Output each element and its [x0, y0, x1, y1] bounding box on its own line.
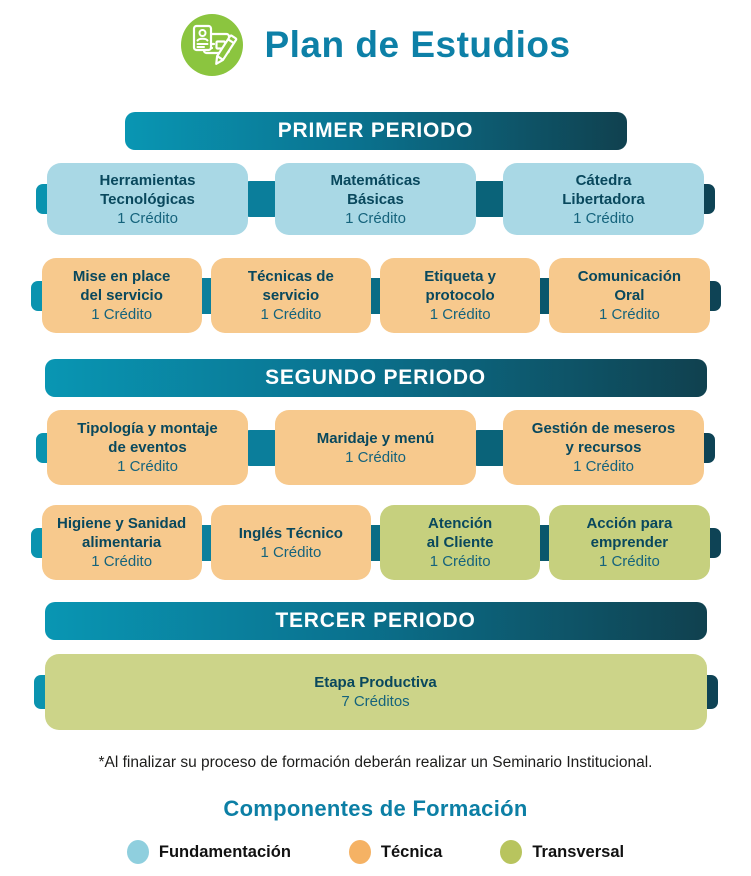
course-card: Técnicas de servicio 1 Crédito — [210, 258, 371, 333]
course-credits: 1 Crédito — [573, 458, 634, 475]
course-card: Mise en place del servicio 1 Crédito — [41, 258, 202, 333]
legend-item-tecnica: Técnica — [348, 840, 443, 864]
course-title: Atención al Cliente — [426, 515, 494, 551]
course-card: Acción para emprender 1 Crédito — [549, 505, 710, 580]
curriculum-pencil-icon — [181, 14, 244, 76]
course-credits: 1 Crédito — [117, 458, 178, 475]
course-credits: 1 Crédito — [117, 209, 178, 227]
course-credits: 1 Crédito — [598, 553, 660, 570]
course-credits: 1 Crédito — [260, 306, 322, 323]
period-banner-primer: PRIMER PERIODO — [124, 112, 627, 150]
course-credits: 1 Crédito — [429, 553, 491, 570]
course-title: Mise en place del servicio — [72, 268, 171, 304]
course-row-1: Herramientas Tecnológicas 1 Crédito Mate… — [36, 163, 715, 235]
course-title: Herramientas Tecnológicas — [99, 171, 196, 208]
course-title: Etapa Productiva — [314, 674, 437, 691]
legend-label: Fundamentación — [158, 842, 291, 861]
components-title: Componentes de Formación — [223, 796, 528, 821]
course-title: Matemáticas Básicas — [330, 171, 421, 208]
course-card: Maridaje y menú 1 Crédito — [275, 410, 476, 485]
course-card: Matemáticas Básicas 1 Crédito — [275, 163, 476, 235]
course-card-etapa-productiva: Etapa Productiva 7 Créditos — [44, 654, 707, 730]
course-card: Tipología y montaje de eventos 1 Crédito — [47, 410, 248, 485]
course-title: Etiqueta y protocolo — [424, 268, 496, 304]
course-row-4: Higiene y Sanidad alimentaria 1 Crédito … — [30, 505, 721, 580]
legend-item-transversal: Transversal — [500, 840, 624, 864]
period-banner-tercer: TERCER PERIODO — [44, 602, 707, 640]
tecnica-color-dot — [348, 840, 371, 864]
course-card: Herramientas Tecnológicas 1 Crédito — [47, 163, 248, 235]
header: Plan de Estudios — [0, 0, 751, 78]
legend-label: Transversal — [532, 842, 625, 861]
course-title: Maridaje y menú — [316, 429, 435, 447]
period-banner-segundo: SEGUNDO PERIODO — [44, 359, 707, 397]
course-card: Inglés Técnico 1 Crédito — [210, 505, 371, 580]
card-connector — [243, 429, 281, 466]
course-credits: 1 Crédito — [429, 306, 491, 323]
card-connector — [471, 181, 509, 217]
course-card: Comunicación Oral 1 Crédito — [549, 258, 710, 333]
fundamentacion-color-dot — [126, 840, 149, 864]
card-connector — [471, 429, 509, 466]
course-row-3: Tipología y montaje de eventos 1 Crédito… — [36, 410, 715, 485]
footnote: *Al finalizar su proceso de formación de… — [98, 754, 653, 771]
course-credits: 1 Crédito — [598, 306, 660, 323]
card-connector — [243, 181, 281, 217]
course-credits: 1 Crédito — [345, 448, 406, 466]
course-credits: 1 Crédito — [573, 209, 634, 227]
course-title: Cátedra Libertadora — [562, 171, 645, 208]
course-title: Inglés Técnico — [238, 524, 343, 542]
course-title: Gestión de meseros y recursos — [531, 420, 676, 456]
course-card: Cátedra Libertadora 1 Crédito — [503, 163, 704, 235]
page-title: Plan de Estudios — [264, 24, 571, 65]
course-title: Higiene y Sanidad alimentaria — [57, 515, 187, 551]
course-card: Etiqueta y protocolo 1 Crédito — [380, 258, 541, 333]
course-credits: 1 Crédito — [260, 543, 322, 561]
legend-label: Técnica — [380, 842, 443, 861]
course-credits: 7 Créditos — [341, 693, 410, 710]
course-title: Técnicas de servicio — [247, 268, 334, 304]
course-credits: 1 Crédito — [91, 553, 153, 570]
course-card: Atención al Cliente 1 Crédito — [380, 505, 541, 580]
course-credits: 1 Crédito — [345, 209, 406, 227]
course-row-5: Etapa Productiva 7 Créditos — [33, 654, 718, 730]
course-row-2: Mise en place del servicio 1 Crédito Téc… — [30, 258, 721, 333]
components-legend: Fundamentación Técnica Transversal — [0, 840, 751, 864]
course-title: Acción para emprender — [586, 515, 673, 551]
course-card: Gestión de meseros y recursos 1 Crédito — [503, 410, 704, 485]
course-card: Higiene y Sanidad alimentaria 1 Crédito — [41, 505, 202, 580]
course-title: Comunicación Oral — [577, 268, 682, 304]
course-credits: 1 Crédito — [91, 306, 153, 323]
course-title: Tipología y montaje de eventos — [77, 420, 218, 456]
legend-item-fundamentacion: Fundamentación — [126, 840, 291, 864]
transversal-color-dot — [500, 840, 523, 864]
